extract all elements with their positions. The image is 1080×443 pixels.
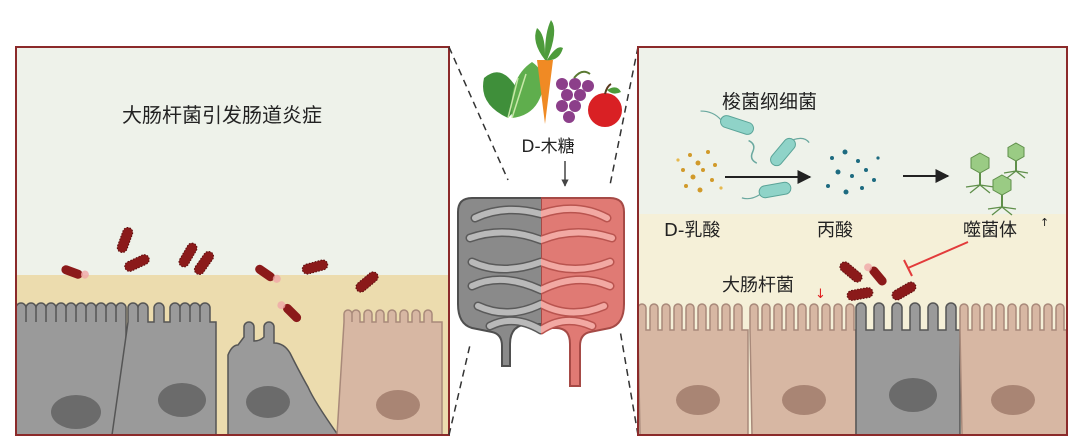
e-coli-bacterium — [116, 226, 134, 254]
zoom-line-left-bottom — [448, 344, 471, 436]
clostridia-bacterium — [770, 137, 810, 167]
e-coli-bacterium — [193, 250, 215, 276]
left-panel-title: 大肠杆菌引发肠道炎症 — [122, 103, 322, 127]
e-coli-invading — [61, 265, 89, 279]
e-coli-bacterium — [846, 287, 874, 301]
e-coli-bacterium — [124, 254, 150, 272]
clostridia-bacterium — [700, 110, 754, 135]
zoom-line-right-bottom — [619, 329, 639, 436]
e-coli-invading — [255, 264, 281, 283]
clostridia-bacterium — [741, 181, 792, 200]
phage-icon — [965, 152, 995, 194]
spinach-icon — [483, 62, 544, 119]
clostridia-bacterium — [748, 139, 758, 164]
inflamed-epithelial-cell — [111, 302, 217, 435]
phage-label: 噬菌体 — [963, 220, 1017, 241]
healthy-epithelial-cell — [638, 303, 749, 435]
e-coli-invading — [277, 301, 302, 323]
propionate-label: 丙酸 — [817, 220, 853, 241]
propionate-molecules — [826, 149, 880, 195]
left-panel: 大肠杆菌引发肠道炎症 — [16, 47, 449, 435]
phage-icon — [1003, 142, 1029, 179]
d-lactate-molecules — [676, 150, 723, 193]
carrot-icon — [535, 20, 563, 124]
grapes-icon — [556, 70, 594, 123]
d-lactate-label: D-乳酸 — [664, 220, 720, 241]
left-panel-frame — [15, 46, 450, 436]
colon-healthy-half — [541, 197, 625, 387]
healthy-epithelial-cell — [959, 303, 1067, 435]
zoom-line-left-top — [448, 46, 509, 181]
xylose-label: D-木糖 — [521, 137, 574, 157]
e-coli-invading — [864, 263, 887, 286]
right-panel: 梭菌纲细菌 D-乳酸 丙酸 噬菌体 ↑ 大肠杆菌 ↓ — [638, 47, 1067, 435]
healthy-epithelial-cell — [749, 303, 857, 435]
apple-icon — [588, 83, 622, 127]
e-coli-bacterium — [839, 261, 863, 283]
e-coli-decrease-arrow: ↓ — [815, 287, 826, 302]
inflamed-epithelial-cell — [16, 302, 127, 435]
inflamed-epithelial-cell — [855, 302, 961, 435]
e-coli-bacterium — [891, 281, 917, 301]
phage-icon — [987, 174, 1017, 216]
center-column: D-木糖 — [448, 20, 639, 436]
e-coli-label: 大肠杆菌 — [722, 275, 794, 296]
phage-increase-arrow: ↑ — [1040, 216, 1049, 229]
clostridia-label: 梭菌纲细菌 — [722, 91, 817, 113]
healthy-epithelial-cell — [336, 309, 443, 435]
phage-inhibits-e-coli — [903, 241, 969, 277]
right-panel-frame — [637, 46, 1068, 436]
e-coli-bacterium — [301, 259, 329, 275]
e-coli-bacterium — [178, 242, 198, 268]
e-coli-bacterium — [355, 271, 379, 293]
colon-inflamed-half — [457, 197, 541, 367]
damaged-epithelial-cell — [227, 321, 339, 435]
